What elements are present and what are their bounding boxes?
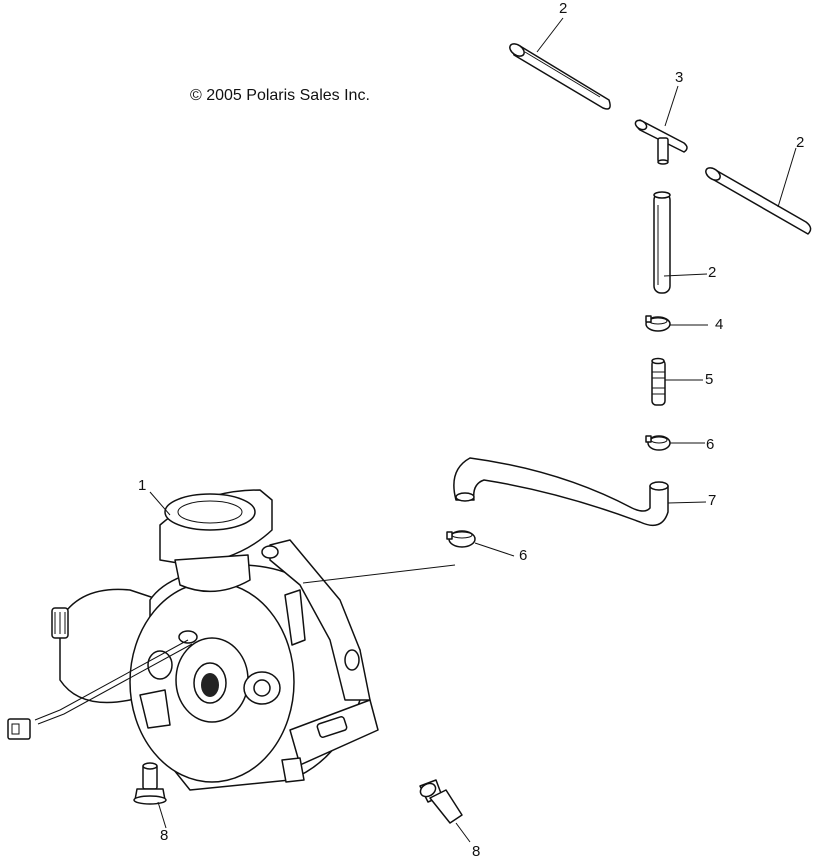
hose-part-2-vertical bbox=[653, 191, 671, 294]
hose-part-2-upper bbox=[509, 43, 611, 110]
callout-6-right: 6 bbox=[706, 436, 715, 453]
callout-6-left: 6 bbox=[519, 547, 528, 564]
clamp-part-6-right bbox=[645, 435, 671, 451]
callout-5: 5 bbox=[705, 371, 714, 388]
bolt-part-8-left bbox=[133, 762, 167, 805]
callout-2-right: 2 bbox=[796, 134, 805, 151]
callout-2-top: 2 bbox=[559, 0, 568, 17]
hose-part-7 bbox=[453, 457, 669, 527]
clamp-part-4 bbox=[645, 315, 671, 332]
clamp-part-6-left bbox=[446, 530, 476, 548]
callout-8-left: 8 bbox=[160, 827, 169, 844]
callout-2-vertical: 2 bbox=[708, 264, 717, 281]
copyright-notice: © 2005 Polaris Sales Inc. bbox=[190, 87, 370, 104]
tee-fitting-part-3 bbox=[634, 119, 688, 165]
leader-lines bbox=[149, 17, 797, 843]
callout-7: 7 bbox=[708, 492, 717, 509]
main-assembly-part-1 bbox=[7, 489, 379, 791]
fitting-part-5 bbox=[651, 357, 666, 406]
callout-3: 3 bbox=[675, 69, 684, 86]
callout-8-right: 8 bbox=[472, 843, 481, 860]
hose-part-2-right bbox=[705, 167, 812, 235]
callout-1: 1 bbox=[138, 477, 147, 494]
callout-4: 4 bbox=[715, 316, 724, 333]
bolt-part-8-right bbox=[419, 779, 463, 824]
